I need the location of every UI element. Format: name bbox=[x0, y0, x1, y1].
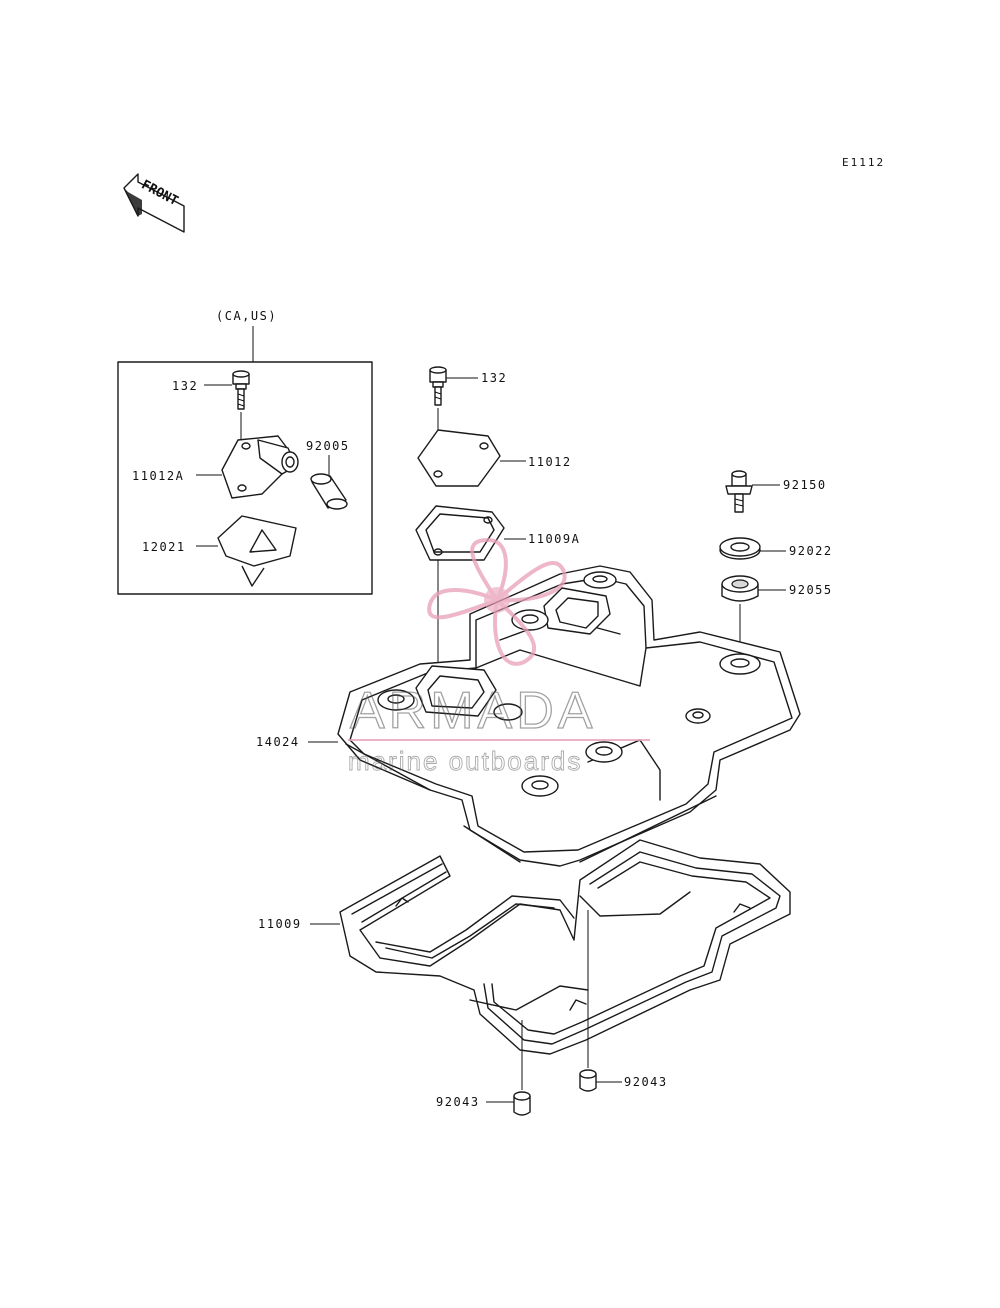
diagram-code: E1112 bbox=[842, 156, 885, 169]
part-number: 92005 bbox=[306, 439, 350, 453]
part-number: 14024 bbox=[256, 735, 300, 749]
part-number: 92055 bbox=[789, 583, 833, 597]
inset-label: (CA,US) bbox=[216, 309, 277, 323]
part-number: 92022 bbox=[789, 544, 833, 558]
part-number: 92150 bbox=[783, 478, 827, 492]
gasket-11009 bbox=[339, 839, 791, 1055]
main-bolt-132 bbox=[429, 366, 447, 406]
part-number: 132 bbox=[172, 379, 198, 393]
part-number: 92043 bbox=[624, 1075, 668, 1089]
watermark-tagline: marine outboards bbox=[348, 746, 582, 776]
part-number: 12021 bbox=[142, 540, 186, 554]
dowel-pin-92043-left bbox=[513, 1091, 531, 1116]
inset-sleeve-92005 bbox=[310, 473, 348, 510]
part-number: 92043 bbox=[436, 1095, 480, 1109]
inset-cover-11012A bbox=[221, 435, 299, 499]
part-number: 11012 bbox=[528, 455, 572, 469]
inset-box bbox=[117, 361, 373, 595]
front-arrow-icon: FRONT bbox=[123, 173, 185, 233]
main-plate-11012 bbox=[417, 429, 501, 487]
dowel-pin-92043-right bbox=[579, 1069, 597, 1092]
main-gasket-11009A bbox=[415, 505, 505, 561]
washer-92022 bbox=[719, 537, 761, 560]
inset-bolt-132 bbox=[232, 370, 250, 410]
watermark-brand: ARMADA bbox=[350, 682, 596, 740]
bolt-92150 bbox=[725, 470, 753, 513]
part-number: 11012A bbox=[132, 469, 184, 483]
inset-plate-12021 bbox=[217, 515, 297, 587]
grommet-92055 bbox=[721, 575, 759, 602]
part-number: 11009A bbox=[528, 532, 580, 546]
part-number: 132 bbox=[481, 371, 507, 385]
armada-logo bbox=[427, 537, 567, 666]
part-number: 11009 bbox=[258, 917, 302, 931]
